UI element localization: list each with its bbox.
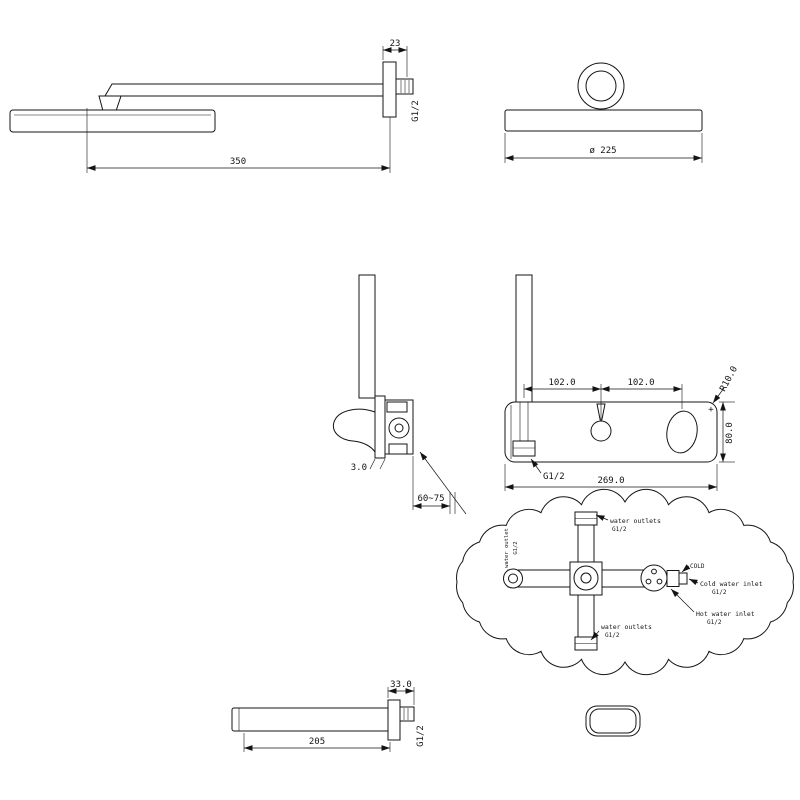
- dim-269-label: 269.0: [597, 476, 624, 486]
- arm-thread-label: G1/2: [411, 100, 421, 122]
- spout-outline-outer: [585, 705, 641, 737]
- dim-diameter-label: ø 225: [589, 146, 616, 156]
- head-mount-inner: [585, 70, 617, 102]
- side-outlet-thread: G1/2: [513, 541, 519, 554]
- flange-hole: [651, 568, 657, 575]
- pipe-union-fitting: [512, 440, 536, 457]
- shower-head-side: [9, 109, 216, 133]
- ext-line: [379, 458, 386, 470]
- shower-arm: [104, 83, 384, 97]
- riser-pipe-front: [515, 274, 533, 403]
- side-outlet-label: water outlet: [504, 528, 510, 568]
- shower-head-plan-view: ø 225: [504, 62, 703, 163]
- spout-front-view: [585, 705, 641, 737]
- valve-top-block: [386, 401, 408, 413]
- cartridge-stem: [580, 572, 592, 584]
- dim-23-label: 23: [390, 39, 401, 49]
- inlet-nipple: [678, 572, 688, 585]
- dim-102-left-label: 102.0: [548, 378, 575, 388]
- spout-side-view: 33.0 205 G1/2: [231, 680, 426, 752]
- arm-ball-joint: [98, 95, 122, 112]
- wall-flange: [382, 61, 397, 118]
- radius-leader: [712, 387, 725, 404]
- spout-body: [231, 707, 391, 732]
- valve-bottom-block: [388, 443, 408, 455]
- flange-hole: [645, 578, 652, 585]
- spout-thread-label: G1/2: [416, 725, 426, 747]
- spout-outline-inner: [589, 708, 637, 734]
- riser-pipe: [358, 274, 376, 399]
- top-outlet-leader: [595, 514, 609, 521]
- dim-102-right-label: 102.0: [627, 378, 654, 388]
- escutcheon-plate: [374, 395, 386, 459]
- cartridge-circle: [388, 417, 410, 439]
- bottom-outlet-label: water outlets: [601, 623, 652, 631]
- inlet-fitting: [666, 570, 680, 587]
- cold-inlet-label: Cold water inlet: [700, 580, 763, 588]
- plus-mark: +: [708, 405, 714, 415]
- spout-wall-flange: [387, 699, 401, 741]
- head-mount-outer: [577, 62, 625, 110]
- mixer-handle-lever: [332, 408, 376, 454]
- shower-arm-side-view: 23 G1/2 350: [9, 39, 421, 173]
- cold-inlet-leader: [688, 578, 699, 586]
- cartridge-front: [573, 565, 599, 591]
- arm-thread-pipe: [395, 78, 414, 95]
- flange-hole: [656, 578, 663, 585]
- spout-thread-pipe: [399, 706, 415, 722]
- radius-label: R10.0: [718, 365, 740, 394]
- dim-350-label: 350: [230, 157, 246, 167]
- hot-inlet-label: Hot water inlet: [696, 610, 755, 618]
- trim-front-view: + 102.0 102.0 R10.0 80.0 G1/2 269.0: [504, 274, 740, 491]
- ext-line: [369, 458, 376, 470]
- top-outlet-label: water outlets: [610, 517, 661, 525]
- cold-inlet-thread: G1/2: [712, 589, 727, 596]
- cold-tag-leader: [681, 564, 691, 573]
- dim-80-label: 80.0: [725, 422, 735, 444]
- top-outlet-thread: G1/2: [612, 526, 627, 533]
- valve-detail-cloud: water outlets G1/2 COLD Cold water inlet…: [456, 488, 794, 676]
- cold-tag: COLD: [690, 563, 705, 570]
- detail-leader: [419, 451, 467, 515]
- mixer-side-view: 3.0 60~75: [332, 274, 467, 515]
- side-outlet-flange: [503, 568, 523, 589]
- handle-oval: [666, 410, 698, 454]
- hot-inlet-thread: G1/2: [707, 619, 722, 626]
- dim-plate-label: 3.0: [351, 463, 367, 473]
- dim-depth-label: 60~75: [417, 494, 444, 504]
- diverter-knob: [590, 420, 612, 442]
- bottom-outlet-leader: [590, 630, 600, 641]
- thread-leader: [530, 458, 542, 474]
- cartridge-center: [394, 423, 404, 433]
- shower-head-bar: [504, 109, 703, 132]
- dim-33-label: 33.0: [390, 680, 412, 690]
- dim-205-label: 205: [309, 737, 325, 747]
- bottom-outlet-thread: G1/2: [605, 632, 620, 639]
- trim-thread-label: G1/2: [543, 472, 565, 482]
- side-outlet-port: [508, 573, 518, 584]
- hot-inlet-leader: [670, 588, 695, 613]
